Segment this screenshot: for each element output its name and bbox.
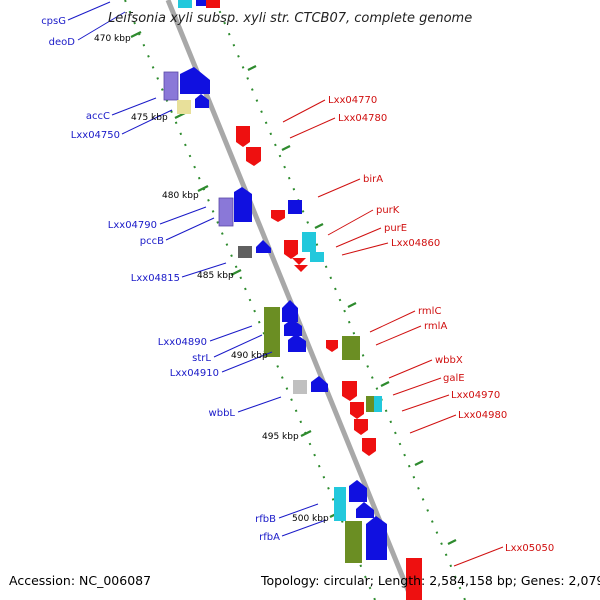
gene-label-purE[interactable]: purE	[384, 223, 407, 234]
gene-label-Lxx04780[interactable]: Lxx04780	[338, 113, 387, 124]
gene-label-pccB[interactable]: pccB	[140, 236, 164, 247]
gene-wbbL-gray[interactable]	[293, 380, 307, 394]
gene-label-Lxx04750[interactable]: Lxx04750	[71, 130, 120, 141]
gene-Lxx04860-cyan[interactable]	[310, 252, 324, 262]
gene-label-Lxx04815[interactable]: Lxx04815	[131, 273, 180, 284]
gene-label-rfbA[interactable]: rfbA	[259, 532, 280, 543]
gene-label-Lxx04890[interactable]: Lxx04890	[158, 337, 207, 348]
gene-features-left	[163, 0, 387, 563]
gene-rmlC-red[interactable]	[326, 340, 338, 352]
gene-label-cpsG[interactable]: cpsG	[41, 16, 66, 27]
gene-birA-red[interactable]	[271, 210, 285, 222]
gene-rmlA-olive[interactable]	[342, 336, 360, 360]
gene-Lxx04780-arrow[interactable]	[246, 147, 261, 166]
gene-galE-cyan[interactable]	[374, 396, 382, 412]
gene-accC-arrow[interactable]	[180, 67, 210, 94]
gene-label-Lxx05050[interactable]: Lxx05050	[505, 543, 554, 554]
accession-text: Accession: NC_006087	[9, 573, 151, 588]
gene-label-Lxx04860[interactable]: Lxx04860	[391, 238, 440, 249]
kbp-label-475: 475 kbp	[131, 113, 168, 123]
minor-ticks	[247, 65, 457, 545]
gene-rfbB-arrow-1[interactable]	[349, 480, 367, 502]
gene-label-birA[interactable]: birA	[363, 174, 383, 185]
gene-Lxx05050-red[interactable]	[406, 558, 422, 600]
left-gene-labels: cpsG deoD accC Lxx04750 Lxx04790 pccB Lx…	[41, 16, 280, 543]
gene-label-Lxx04910[interactable]: Lxx04910	[170, 368, 219, 379]
gene-Lxx04750-yellow[interactable]	[177, 100, 191, 114]
gene-birA-blue[interactable]	[288, 200, 302, 214]
gene-wbbL-arrow[interactable]	[311, 376, 328, 392]
gene-label-wbbL[interactable]: wbbL	[209, 408, 236, 419]
gene-features-right	[206, 0, 422, 600]
gene-Lxx04815-arrow[interactable]	[256, 240, 271, 253]
gene-Lxx04790-purple[interactable]	[218, 197, 234, 227]
map-title: Leifsonia xyli subsp. xyli str. CTCB07, …	[108, 11, 472, 26]
gene-label-purK[interactable]: purK	[376, 205, 400, 216]
gene-label-accC[interactable]: accC	[86, 111, 110, 122]
gene-accC-arrow-2[interactable]	[195, 94, 209, 108]
genome-summary-text: Topology: circular; Length: 2,584,158 bp…	[260, 573, 600, 588]
gene-label-Lxx04980[interactable]: Lxx04980	[458, 410, 507, 421]
gene-strL-arrow-1[interactable]	[282, 300, 298, 322]
gene-rfbB-arrow-2[interactable]	[356, 502, 374, 518]
gene-purE-red-2[interactable]	[294, 265, 308, 272]
gene-top-block[interactable]	[196, 0, 210, 6]
gene-Lxx04890-olive[interactable]	[264, 307, 280, 357]
gene-label-Lxx04770[interactable]: Lxx04770	[328, 95, 377, 106]
kbp-label-480: 480 kbp	[162, 191, 199, 201]
kbp-labels: 470 kbp 475 kbp 480 kbp 485 kbp 490 kbp …	[94, 34, 329, 524]
gene-Lxx04910-arrow[interactable]	[288, 334, 306, 352]
gene-label-galE[interactable]: galE	[443, 373, 465, 384]
gene-label-Lxx04970[interactable]: Lxx04970	[451, 390, 500, 401]
kbp-label-490: 490 kbp	[231, 351, 268, 361]
gene-galE-olive[interactable]	[366, 396, 374, 412]
gene-rfbA-olive[interactable]	[345, 521, 362, 563]
gene-strL-arrow-2[interactable]	[284, 319, 302, 336]
gene-label-wbbX[interactable]: wbbX	[435, 355, 463, 366]
gene-label-Lxx04790[interactable]: Lxx04790	[108, 220, 157, 231]
gene-purK-arrow[interactable]	[284, 240, 298, 259]
gene-label-rmlC[interactable]: rmlC	[418, 306, 441, 317]
gene-wbbX-arrow[interactable]	[342, 381, 357, 401]
gene-purE-cyan[interactable]	[302, 232, 316, 252]
gene-rfbB-cyan[interactable]	[334, 487, 346, 521]
kbp-label-485: 485 kbp	[197, 271, 234, 281]
gene-label-strL[interactable]: strL	[192, 353, 211, 364]
gene-Lxx04980-arrow-2[interactable]	[362, 438, 376, 456]
gene-red-top[interactable]	[206, 0, 220, 8]
gene-Lxx04970-arrow[interactable]	[350, 402, 364, 419]
gene-cpsG-block[interactable]	[178, 0, 192, 8]
gene-pccB-arrow[interactable]	[234, 187, 252, 222]
right-gene-labels: Lxx04770 Lxx04780 birA purK purE Lxx0486…	[328, 95, 554, 554]
gene-Lxx04770-arrow[interactable]	[236, 126, 250, 147]
gene-Lxx04980-arrow-1[interactable]	[354, 419, 368, 435]
kbp-label-495: 495 kbp	[262, 432, 299, 442]
gene-pccB-gray[interactable]	[238, 246, 252, 258]
gene-label-deoD[interactable]: deoD	[49, 37, 76, 48]
gene-accC-purple[interactable]	[163, 71, 179, 101]
gene-label-rmlA[interactable]: rmlA	[424, 321, 447, 332]
gene-rfbA-arrow[interactable]	[366, 516, 387, 560]
kbp-label-500: 500 kbp	[292, 514, 329, 524]
kbp-label-470: 470 kbp	[94, 34, 131, 44]
gene-label-rfbB[interactable]: rfbB	[255, 514, 276, 525]
leader-lines	[67, 1, 504, 567]
gene-purE-red[interactable]	[292, 258, 306, 265]
